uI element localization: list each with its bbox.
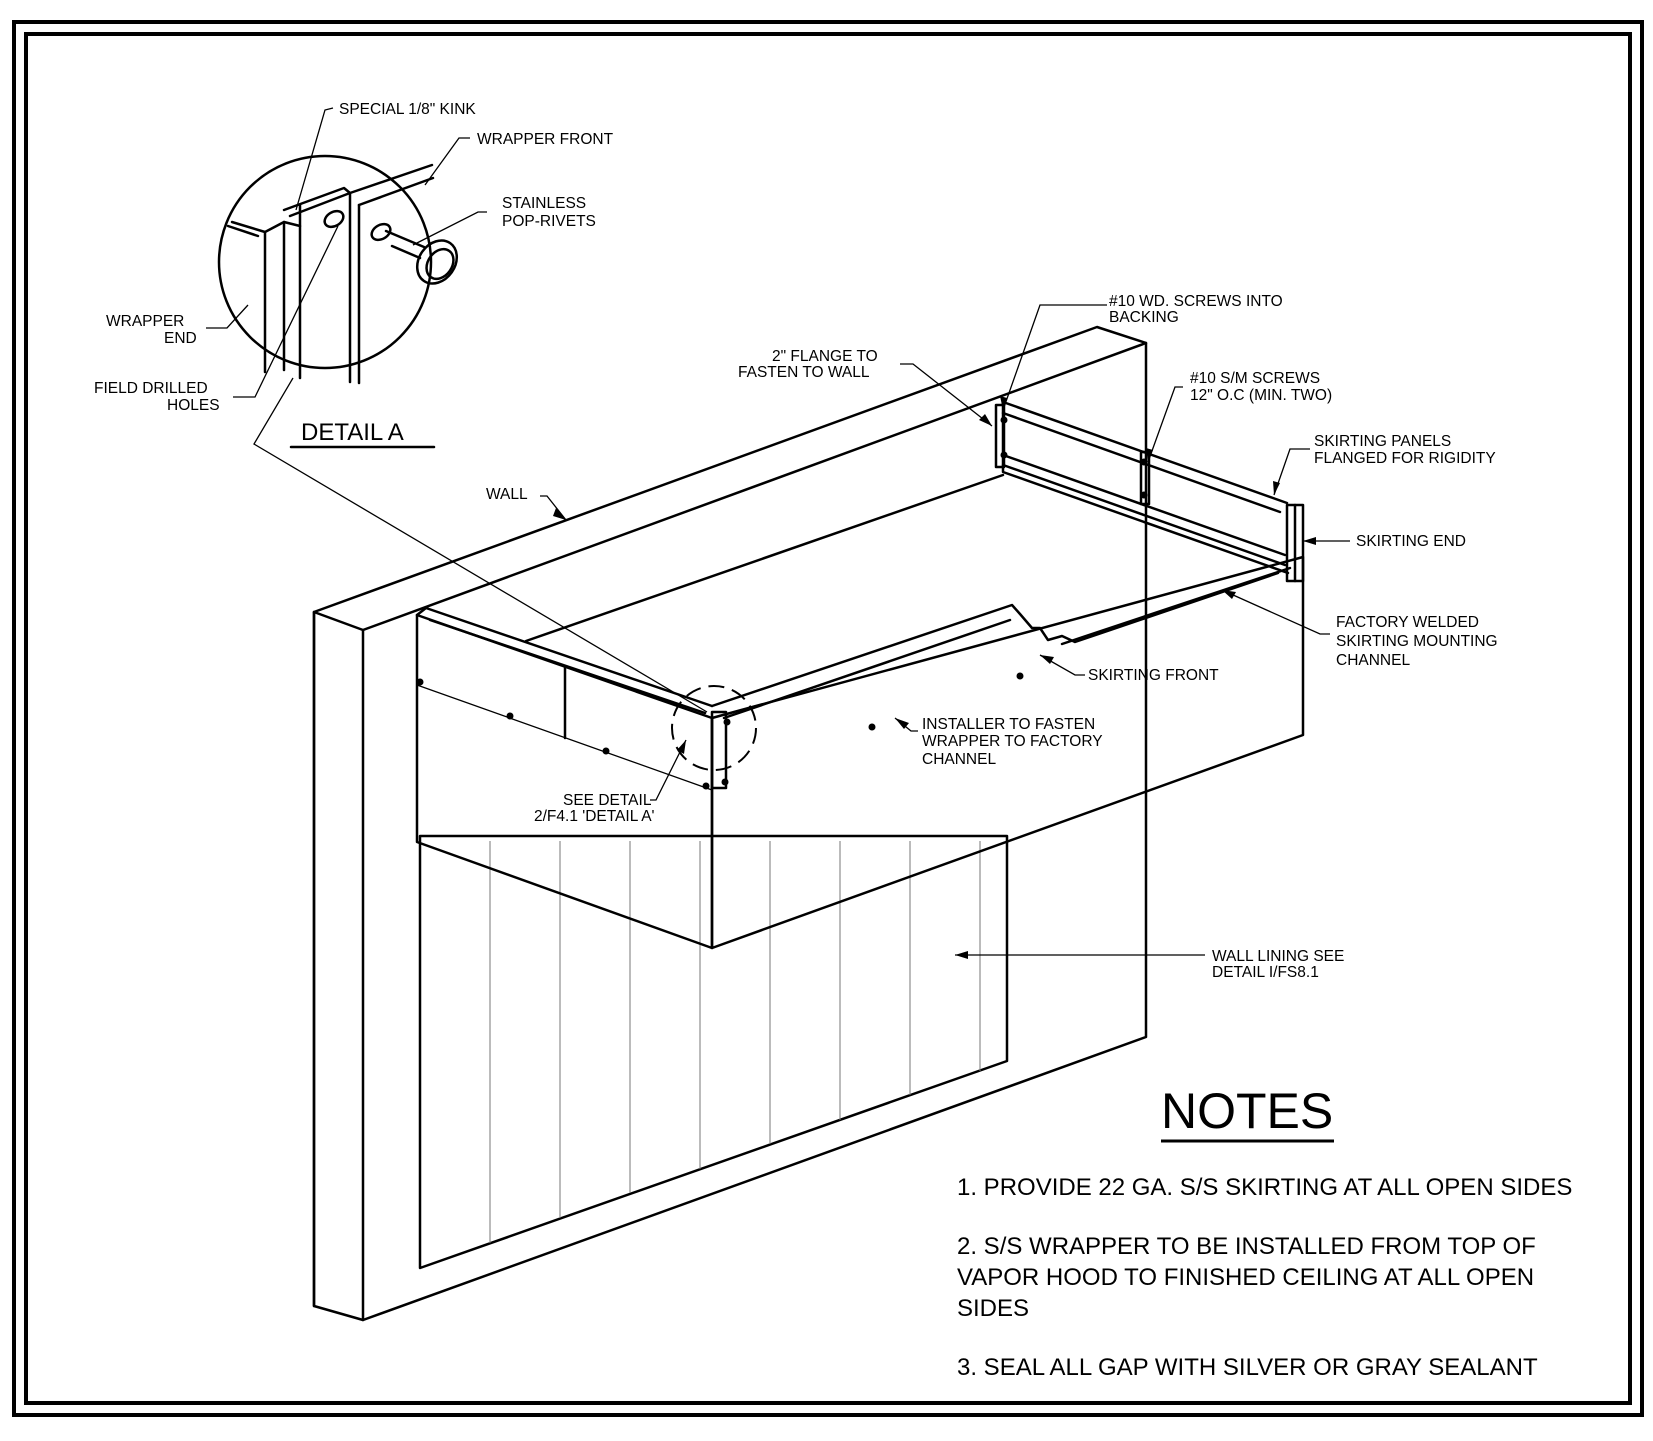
- label-installer-2: WRAPPER TO FACTORY: [922, 733, 1103, 750]
- label-channel-1: FACTORY WELDED: [1336, 614, 1479, 631]
- label-sm-screws-2: 12" O.C (MIN. TWO): [1190, 387, 1332, 404]
- label-wd-screws-1: #10 WD. SCREWS INTO: [1109, 293, 1283, 310]
- label-lining-1: WALL LINING SEE: [1212, 948, 1344, 965]
- label-sm-screws-1: #10 S/M SCREWS: [1190, 370, 1320, 387]
- outer-border: [12, 20, 1644, 1417]
- label-flange-1: 2" FLANGE TO: [772, 348, 878, 365]
- label-wd-screws-2: BACKING: [1109, 309, 1179, 326]
- note-3: 3. SEAL ALL GAP WITH SILVER OR GRAY SEAL…: [957, 1354, 1538, 1381]
- label-skirting-front: SKIRTING FRONT: [1088, 667, 1219, 684]
- label-holes-1: FIELD DRILLED: [94, 380, 208, 397]
- detail-a-marker: [671, 685, 757, 771]
- label-kink: SPECIAL 1/8" KINK: [339, 101, 476, 118]
- label-lining-2: DETAIL I/FS8.1: [1212, 964, 1319, 981]
- notes-heading: NOTES: [1161, 1083, 1333, 1139]
- label-wrapper-front: WRAPPER FRONT: [477, 131, 614, 148]
- label-panels-2: FLANGED FOR RIGIDITY: [1314, 450, 1496, 467]
- detail-a: DETAIL A: [217, 154, 708, 713]
- label-see-detail-2: 2/F4.1 'DETAIL A': [534, 808, 655, 825]
- label-wrapper-end-1: WRAPPER: [106, 313, 184, 330]
- note-2-line-3: SIDES: [957, 1295, 1029, 1322]
- detail-labels: SPECIAL 1/8" KINK WRAPPER FRONT STAINLES…: [94, 101, 614, 414]
- vapor-hood: [415, 400, 1305, 950]
- note-1: 1. PROVIDE 22 GA. S/S SKIRTING AT ALL OP…: [957, 1174, 1572, 1201]
- label-wall: WALL: [486, 486, 528, 503]
- label-installer-1: INSTALLER TO FASTEN: [922, 716, 1095, 733]
- note-2-line-2: VAPOR HOOD TO FINISHED CEILING AT ALL OP…: [957, 1264, 1534, 1291]
- label-see-detail-1: SEE DETAIL: [563, 792, 652, 809]
- inner-border: [24, 32, 1632, 1405]
- label-wrapper-end-2: END: [164, 330, 197, 347]
- wall-lining: [418, 834, 1009, 1270]
- label-channel-2: SKIRTING MOUNTING: [1336, 633, 1498, 650]
- detail-a-title: DETAIL A: [301, 419, 404, 446]
- label-flange-2: FASTEN TO WALL: [738, 364, 870, 381]
- label-installer-3: CHANNEL: [922, 751, 996, 768]
- label-panels-1: SKIRTING PANELS: [1314, 433, 1451, 450]
- notes-block: NOTES 1. PROVIDE 22 GA. S/S SKIRTING AT …: [957, 1083, 1572, 1381]
- note-2-line-1: 2. S/S WRAPPER TO BE INSTALLED FROM TOP …: [957, 1233, 1536, 1260]
- wall: [312, 325, 1148, 1322]
- callout-labels: WALL #10 WD. SCREWS INTO BACKING 2" FLAN…: [486, 293, 1498, 981]
- label-channel-3: CHANNEL: [1336, 652, 1410, 669]
- label-skirting-end: SKIRTING END: [1356, 533, 1466, 550]
- leader-lines: [206, 107, 1350, 959]
- label-rivets-1: STAINLESS: [502, 195, 586, 212]
- label-rivets-2: POP-RIVETS: [502, 213, 596, 230]
- label-holes-2: HOLES: [167, 397, 220, 414]
